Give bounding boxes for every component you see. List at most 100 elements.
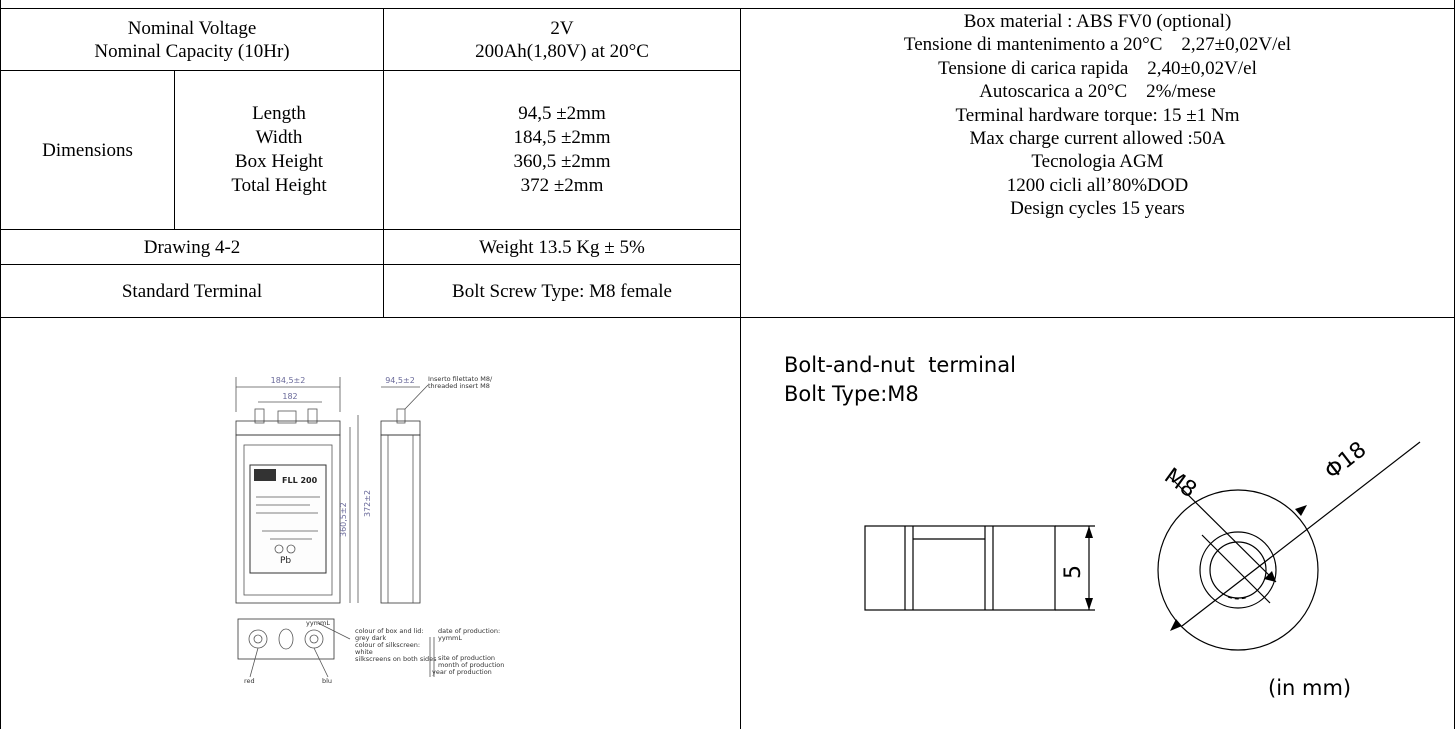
- drawing-label: Drawing 4-2: [143, 236, 241, 258]
- width-label: Width: [255, 127, 303, 148]
- terminal-label-cell: Standard Terminal: [0, 264, 384, 318]
- arrowhead: [1295, 505, 1307, 516]
- dimensions-values-cell: 94,5 ±2mm 184,5 ±2mm 360,5 ±2mm 372 ±2mm: [383, 70, 741, 230]
- terminal-drawing-title: Bolt-and-nut terminal: [784, 353, 1016, 377]
- terminal-technical-drawing: Bolt-and-nut terminal Bolt Type:M8 (in m…: [784, 353, 1421, 700]
- unit-note: (in mm): [1268, 676, 1351, 700]
- terminal-value-cell: Bolt Screw Type: M8 female: [383, 264, 741, 318]
- terminal-top-view: [253, 634, 263, 644]
- spec-line: 1200 cicli all’80%DOD: [1006, 174, 1189, 196]
- insert-leader-line: [404, 384, 429, 410]
- total-height-dim-text: 372±2: [363, 490, 372, 517]
- terminal-top-view: [309, 634, 319, 644]
- height-dim-text: 5: [1061, 565, 1086, 579]
- length-value: 94,5 ±2mm: [518, 103, 606, 124]
- total-height-value: 372 ±2mm: [520, 175, 604, 196]
- terminal-post: [254, 408, 265, 424]
- nominal-capacity-value: 200Ah(1,80V) at 20°C: [475, 40, 649, 62]
- notes-leader-line: [317, 622, 351, 640]
- product-name-text: FLL 200: [282, 476, 318, 485]
- note-right-line: site of production: [438, 654, 495, 662]
- box-height-value: 360,5 ±2mm: [513, 151, 611, 172]
- insert-note-line: threaded insert M8: [428, 382, 490, 390]
- note-right-line: month of production: [438, 661, 504, 669]
- terminal-value: Bolt Screw Type: M8 female: [452, 280, 672, 302]
- blu-label: blu: [322, 677, 332, 685]
- insert-note-line: Inserto filettato M8/: [428, 375, 493, 383]
- note-left-line: colour of silkscreen:: [355, 641, 420, 649]
- thread-arc: [1227, 596, 1249, 600]
- note-left-line: white: [355, 648, 373, 656]
- arrowhead: [1085, 526, 1093, 538]
- front-recess: [243, 444, 333, 596]
- note-right-line: date of production:: [438, 627, 500, 635]
- dimensions-label: Dimensions: [42, 139, 133, 161]
- pb-text: Pb: [280, 556, 291, 566]
- weight-cell: Weight 13.5 Kg ± 5%: [383, 229, 741, 265]
- terminal-bore: [1209, 541, 1267, 599]
- vent-top-view: [278, 628, 294, 650]
- terminal-top-view: [248, 629, 268, 649]
- recycle-symbol: [274, 544, 284, 554]
- box-height-label: Box Height: [234, 151, 324, 172]
- terminal-top-view: [304, 629, 324, 649]
- nominal-labels-cell: Nominal Voltage Nominal Capacity (10Hr): [0, 8, 384, 71]
- battery-top-view: [237, 618, 335, 660]
- depth-dim-text: 94,5±2: [385, 376, 415, 385]
- terminal-drawing-subtitle: Bolt Type:M8: [784, 382, 919, 406]
- terminal-label: Standard Terminal: [121, 280, 263, 302]
- side-terminal: [396, 408, 406, 424]
- side-body: [380, 434, 421, 604]
- inner-dim-text: 182: [282, 392, 297, 401]
- note-left-line: colour of box and lid:: [355, 627, 424, 635]
- m8-dim-text: M8: [1159, 464, 1200, 504]
- arrowhead: [1170, 619, 1182, 631]
- phi18-dim-text: Φ18: [1320, 437, 1371, 485]
- recycle-symbol: [286, 544, 296, 554]
- brand-logo: [254, 469, 276, 481]
- nominal-capacity-label: Nominal Capacity (10Hr): [94, 40, 290, 62]
- note-left-line: silkscreens on both sides: [355, 655, 437, 663]
- m8-diameter-line: [1201, 534, 1271, 604]
- top-rule: [0, 0, 1455, 8]
- spec-line: Tensione di carica rapida 2,40±0,02V/el: [938, 57, 1257, 79]
- nominal-values-cell: 2V 200Ah(1,80V) at 20°C: [383, 8, 741, 71]
- note-right-line: yymmL: [438, 634, 462, 642]
- length-label: Length: [252, 103, 306, 124]
- drawing-cell: Drawing 4-2: [0, 229, 384, 265]
- terminal-side-view: [864, 525, 1056, 611]
- spec-line: Tecnologia AGM: [1031, 151, 1164, 173]
- spec-line: Max charge current allowed :50A: [969, 128, 1226, 150]
- arrowhead: [1085, 598, 1093, 610]
- blu-leader-line: [313, 647, 329, 678]
- width-value: 184,5 ±2mm: [513, 127, 611, 148]
- specs-list: Box material : ABS FV0 (optional) Tensio…: [740, 10, 1455, 221]
- vent-cap: [277, 410, 297, 424]
- spec-line: Tensione di mantenimento a 20°C 2,27±0,0…: [903, 34, 1292, 56]
- red-leader-line: [249, 647, 259, 678]
- nominal-voltage-value: 2V: [550, 17, 574, 39]
- phi18-leader-line: [1181, 441, 1421, 627]
- date-code-text: yymmL: [306, 619, 330, 627]
- dimensions-label-cell: Dimensions: [0, 70, 175, 230]
- note-right-line: year of production: [432, 668, 492, 676]
- box-height-dim-text: 360,5±2: [339, 502, 348, 537]
- nominal-voltage-label: Nominal Voltage: [127, 17, 257, 39]
- spec-line: Design cycles 15 years: [1010, 198, 1185, 220]
- spec-line: Box material : ABS FV0 (optional): [963, 11, 1232, 32]
- terminal-inner-ring: [1199, 531, 1277, 609]
- spec-line: Autoscarica a 20°C 2%/mese: [979, 81, 1216, 103]
- total-height-label: Total Height: [231, 175, 327, 196]
- terminal-outer-ring: [1157, 489, 1319, 651]
- m8-leader-line: [1169, 476, 1277, 583]
- dimensions-items-cell: Length Width Box Height Total Height: [174, 70, 384, 230]
- drawing-panel-left: [0, 317, 741, 729]
- weight-value: Weight 13.5 Kg ± 5%: [479, 236, 645, 258]
- width-dim-text: 184,5±2: [271, 376, 306, 385]
- red-label: red: [244, 677, 255, 685]
- arrowhead: [1264, 571, 1276, 582]
- terminal-post: [307, 408, 318, 424]
- product-label-panel: [249, 464, 327, 574]
- battery-body-front: [235, 434, 341, 604]
